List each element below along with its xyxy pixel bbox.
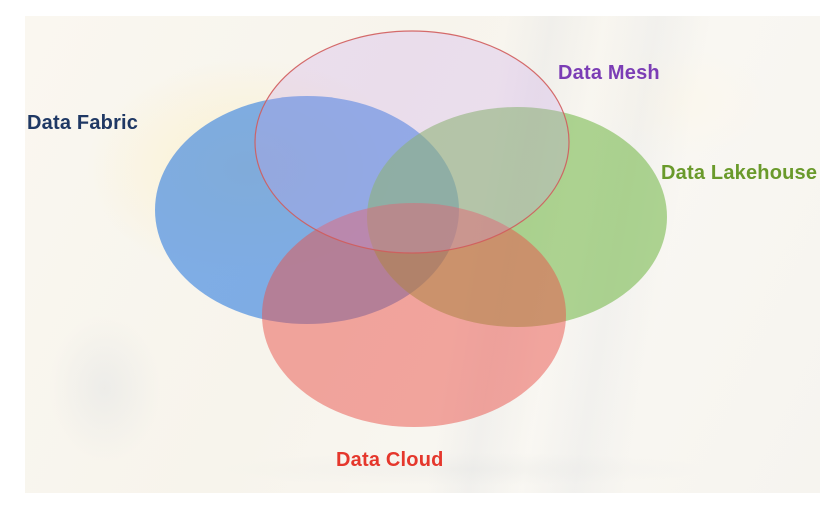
venn-ellipse-data-mesh xyxy=(254,30,570,254)
venn-ellipse-data-cloud xyxy=(262,203,566,427)
venn-label-data-fabric: Data Fabric xyxy=(27,112,139,134)
venn-label-data-lakehouse: Data Lakehouse xyxy=(661,162,818,184)
venn-label-data-mesh: Data Mesh xyxy=(558,62,660,84)
venn-label-data-cloud: Data Cloud xyxy=(336,449,444,471)
